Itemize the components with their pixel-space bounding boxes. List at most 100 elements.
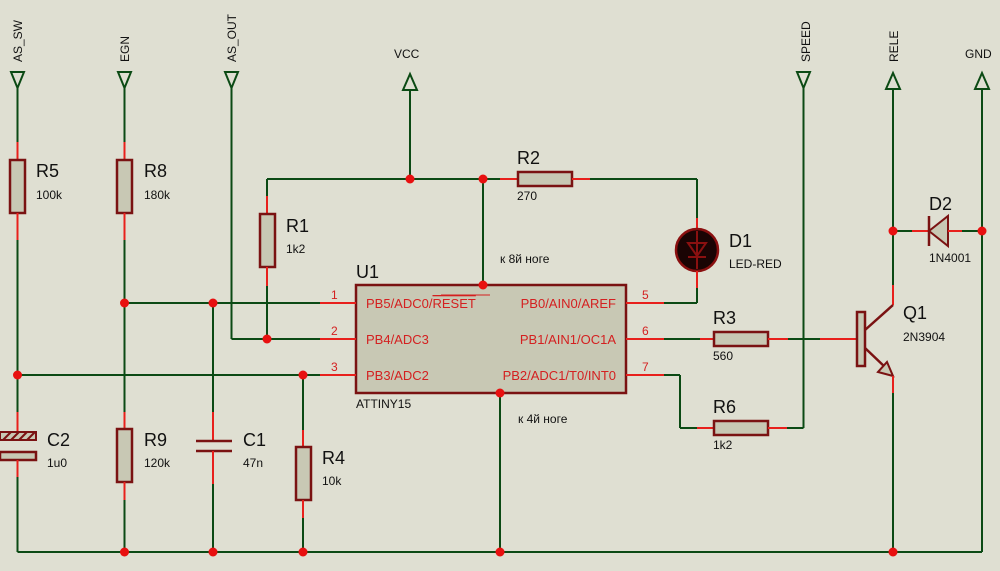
junction-dot	[405, 174, 415, 184]
pin-3-name: PB3/ADC2	[366, 368, 429, 383]
pin-1-number: 1	[331, 288, 338, 302]
r1-ref: R1	[286, 216, 309, 236]
power-terminal-icon	[401, 71, 419, 91]
terminal-egn[interactable]: EGN	[116, 36, 133, 91]
input-terminal-icon	[116, 71, 133, 91]
r1-value: 1k2	[286, 242, 306, 256]
terminal-gnd-label: GND	[965, 47, 992, 61]
pin-7-number: 7	[642, 360, 649, 374]
r8-ref: R8	[144, 161, 167, 181]
junction-dot	[298, 370, 308, 380]
u1-value: ATTINY15	[356, 397, 411, 411]
resistor-r6[interactable]: R6 1k2	[697, 397, 787, 452]
junction-dot	[120, 298, 129, 308]
terminal-vcc-label: VCC	[394, 47, 420, 61]
capacitor-c2[interactable]: C2 1u0	[0, 412, 70, 477]
d1-value: LED-RED	[729, 257, 782, 271]
c1-ref: C1	[243, 430, 266, 450]
resistor-r1[interactable]: R1 1k2	[258, 196, 309, 286]
pin-1-name: PB5/ADC0/RESET	[366, 296, 476, 311]
resistor-icon	[115, 158, 134, 215]
junction-dot	[262, 334, 272, 344]
r4-ref: R4	[322, 448, 345, 468]
junction-dot	[120, 547, 129, 557]
terminal-as-sw[interactable]: AS_SW	[9, 19, 26, 91]
resistor-r2[interactable]: R2 270	[500, 148, 590, 203]
resistor-icon	[294, 445, 313, 502]
note-pin4: к 4й ноге	[518, 412, 568, 426]
terminal-rele-label: RELE	[887, 31, 901, 62]
pin-5-number: 5	[642, 288, 649, 302]
q1-ref: Q1	[903, 303, 927, 323]
input-terminal-icon	[795, 71, 812, 91]
capacitor-minus-plate-icon	[0, 450, 38, 462]
terminal-as-out[interactable]: AS_OUT	[223, 13, 240, 91]
junction-dot	[977, 226, 987, 236]
c1-value: 47n	[243, 456, 263, 470]
r3-value: 560	[713, 349, 733, 363]
reset-overline-label: RESET	[432, 296, 475, 311]
junction-dot	[298, 547, 308, 557]
junction-dot	[495, 547, 505, 557]
pin-2-number: 2	[331, 324, 338, 338]
terminal-gnd[interactable]: GND	[965, 47, 992, 90]
capacitor-c1[interactable]: C1 47n	[196, 412, 266, 484]
d2-value: 1N4001	[929, 251, 971, 265]
resistor-icon	[8, 158, 27, 215]
pin-6-name: PB1/AIN1/OC1A	[520, 332, 616, 347]
resistor-r8[interactable]: R8 180k	[115, 142, 171, 240]
pin-3-number: 3	[331, 360, 338, 374]
junction-dot	[888, 547, 898, 557]
diode-icon	[927, 213, 949, 249]
note-pin8: к 8й ноге	[500, 252, 550, 266]
output-terminal-icon	[884, 70, 902, 90]
r2-ref: R2	[517, 148, 540, 168]
terminal-speed-label: SPEED	[799, 21, 813, 62]
resistor-r3[interactable]: R3 560	[700, 308, 788, 363]
r3-ref: R3	[713, 308, 736, 328]
d2-ref: D2	[929, 194, 952, 214]
resistor-r4[interactable]: R4 10k	[294, 430, 345, 518]
terminal-rele[interactable]: RELE	[884, 31, 902, 90]
transistor-icon	[855, 310, 867, 368]
resistor-icon	[258, 212, 277, 269]
terminal-speed[interactable]: SPEED	[795, 21, 813, 91]
r5-ref: R5	[36, 161, 59, 181]
resistor-r9[interactable]: R9 120k	[115, 412, 171, 500]
diode-d2[interactable]: D2 1N4001	[912, 194, 971, 265]
c2-ref: C2	[47, 430, 70, 450]
led-d1[interactable]: D1 LED-RED	[674, 218, 782, 288]
junction-dot	[478, 174, 488, 184]
r9-ref: R9	[144, 430, 167, 450]
input-terminal-icon	[223, 71, 240, 91]
r5-value: 100k	[36, 188, 63, 202]
r8-value: 180k	[144, 188, 171, 202]
resistor-r5[interactable]: R5 100k	[8, 142, 63, 240]
d1-ref: D1	[729, 231, 752, 251]
pin-5-name: PB0/AIN0/AREF	[521, 296, 616, 311]
r2-value: 270	[517, 189, 537, 203]
input-terminal-icon	[9, 71, 26, 91]
ic-u1[interactable]: U1 1 2 3 PB5/ADC0/RESET PB4/ADC3 PB3/ADC…	[320, 262, 664, 411]
terminal-vcc[interactable]: VCC	[394, 47, 420, 91]
pin-6-number: 6	[642, 324, 649, 338]
terminal-as-sw-label: AS_SW	[11, 19, 25, 62]
r4-value: 10k	[322, 474, 342, 488]
u1-ref: U1	[356, 262, 379, 282]
junction-dot	[478, 280, 488, 290]
resistor-icon	[115, 427, 134, 484]
terminal-as-out-label: AS_OUT	[225, 13, 239, 62]
junction-dot	[13, 370, 22, 380]
junction-dot	[208, 547, 218, 557]
c2-value: 1u0	[47, 456, 67, 470]
junction-dot	[495, 388, 505, 398]
r9-value: 120k	[144, 456, 171, 470]
junction-dot	[208, 298, 218, 308]
r6-ref: R6	[713, 397, 736, 417]
resistor-icon	[712, 419, 770, 437]
resistor-icon	[712, 330, 770, 348]
pin-2-name: PB4/ADC3	[366, 332, 429, 347]
q1-value: 2N3904	[903, 330, 945, 344]
transistor-q1[interactable]: Q1 2N3904	[820, 285, 945, 393]
